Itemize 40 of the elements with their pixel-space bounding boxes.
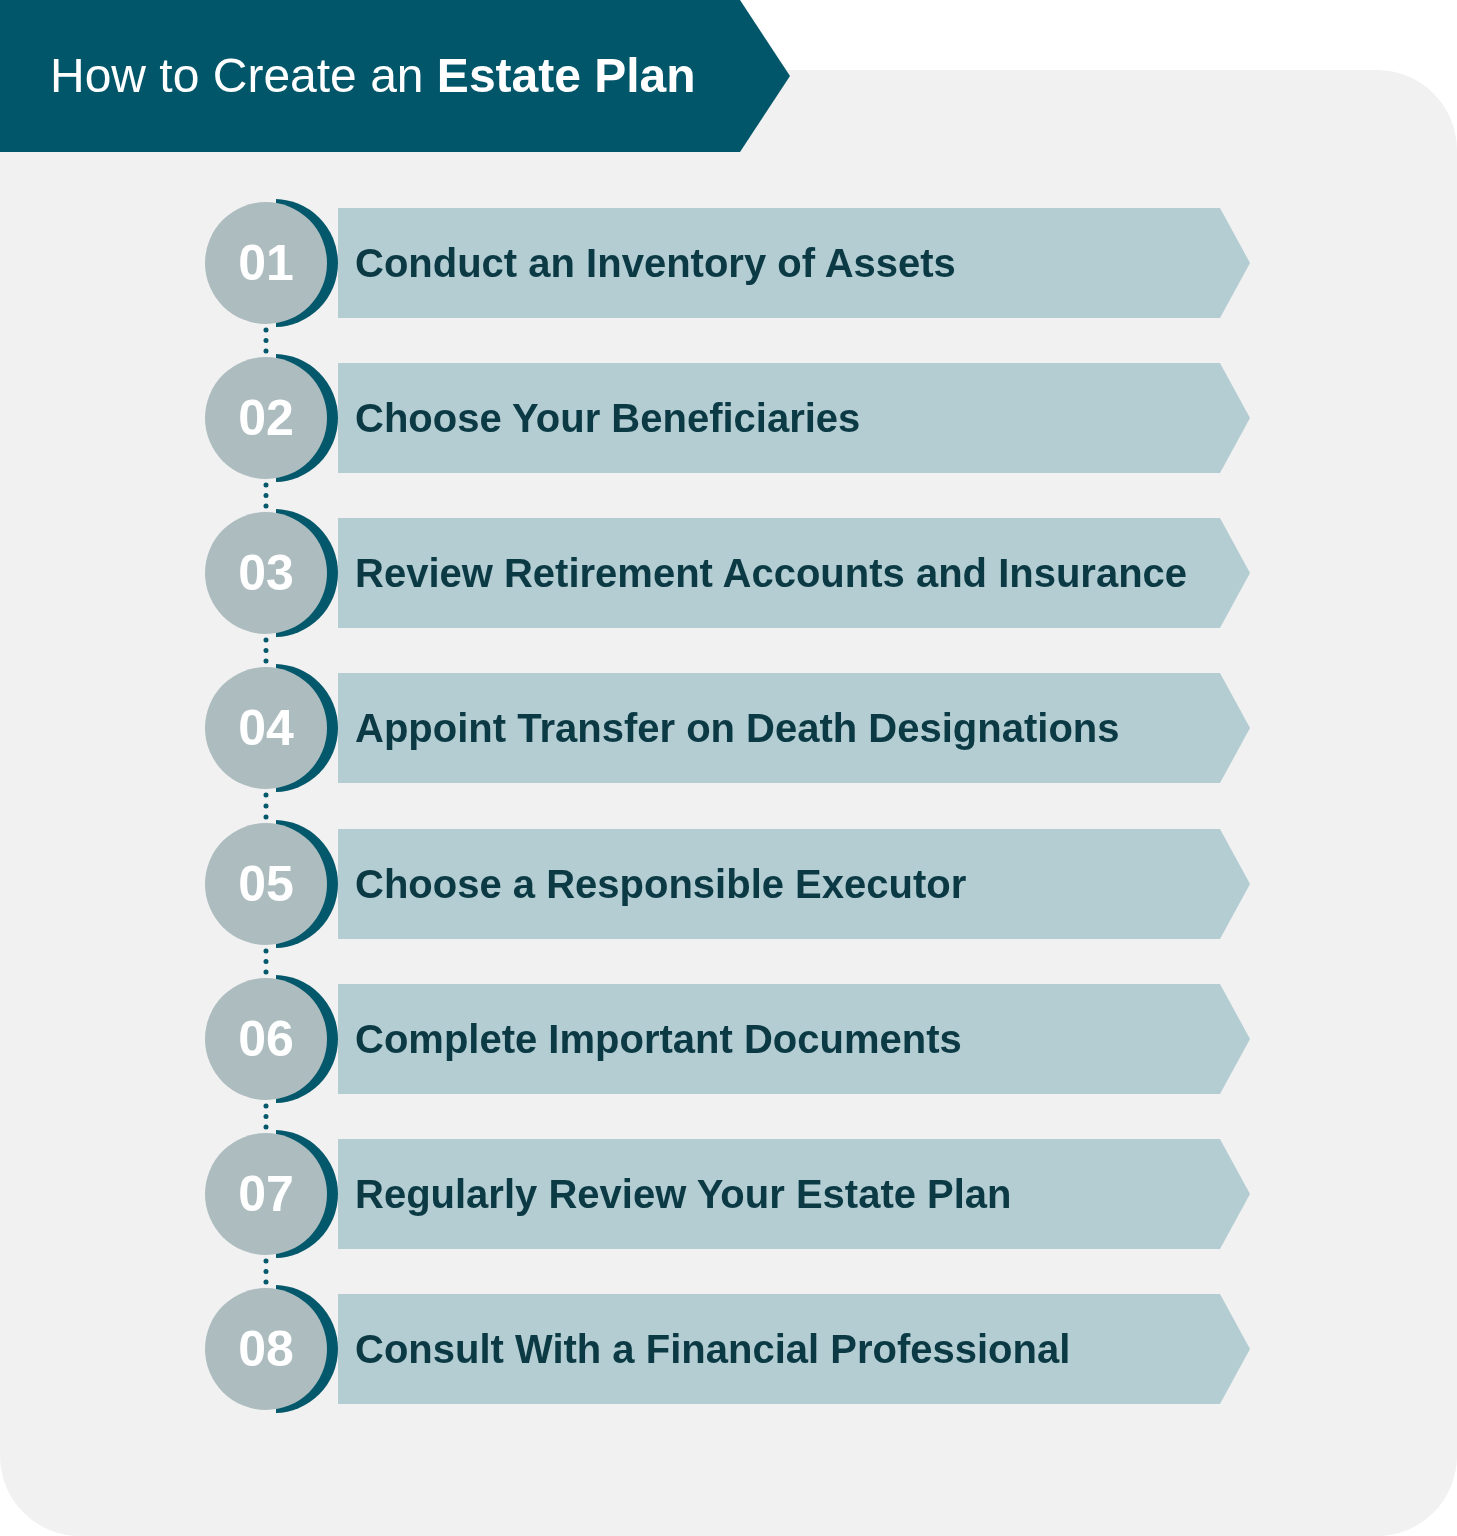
step-title: Choose Your Beneficiaries [355, 395, 861, 441]
dotted-connector [263, 948, 269, 975]
step-number: 07 [237, 1165, 295, 1224]
step-banner [338, 208, 1250, 318]
dotted-connector [263, 792, 269, 820]
step-title: Regularly Review Your Estate Plan [355, 1171, 1012, 1217]
step-number-circle [205, 354, 338, 482]
step-number: 04 [237, 699, 295, 758]
step-number: 01 [237, 234, 295, 293]
dotted-connector [263, 327, 269, 354]
step-banner [338, 984, 1250, 1094]
step-number-circle [205, 975, 338, 1103]
step-title: Appoint Transfer on Death Designations [355, 705, 1120, 751]
dotted-connector [263, 482, 269, 509]
step-number: 03 [237, 544, 295, 603]
step-title: Complete Important Documents [355, 1016, 962, 1062]
step-number-circle [205, 509, 338, 637]
dotted-connector [263, 637, 269, 664]
step-banner [338, 673, 1250, 783]
step-number-circle [205, 199, 338, 327]
step-number: 05 [237, 855, 295, 914]
dotted-connector [263, 1258, 269, 1285]
step-number: 08 [237, 1320, 295, 1379]
step-banner [338, 363, 1250, 473]
step-number: 02 [237, 389, 295, 448]
step-number-circle [205, 820, 338, 948]
step-banner [338, 1294, 1250, 1404]
step-title: Choose a Responsible Executor [355, 861, 967, 907]
step-title: Conduct an Inventory of Assets [355, 240, 956, 286]
step-title: Review Retirement Accounts and Insurance [355, 550, 1188, 596]
dotted-connector [263, 1103, 269, 1130]
step-number-circle [205, 1130, 338, 1258]
step-number: 06 [237, 1010, 295, 1069]
step-number-circle [205, 1285, 338, 1413]
step-banner [338, 1139, 1250, 1249]
title-banner: How to Create an Estate Plan [0, 0, 790, 152]
step-banner [338, 518, 1250, 628]
step-banner [338, 829, 1250, 939]
step-title: Consult With a Financial Professional [355, 1326, 1071, 1372]
step-number-circle [205, 664, 338, 792]
